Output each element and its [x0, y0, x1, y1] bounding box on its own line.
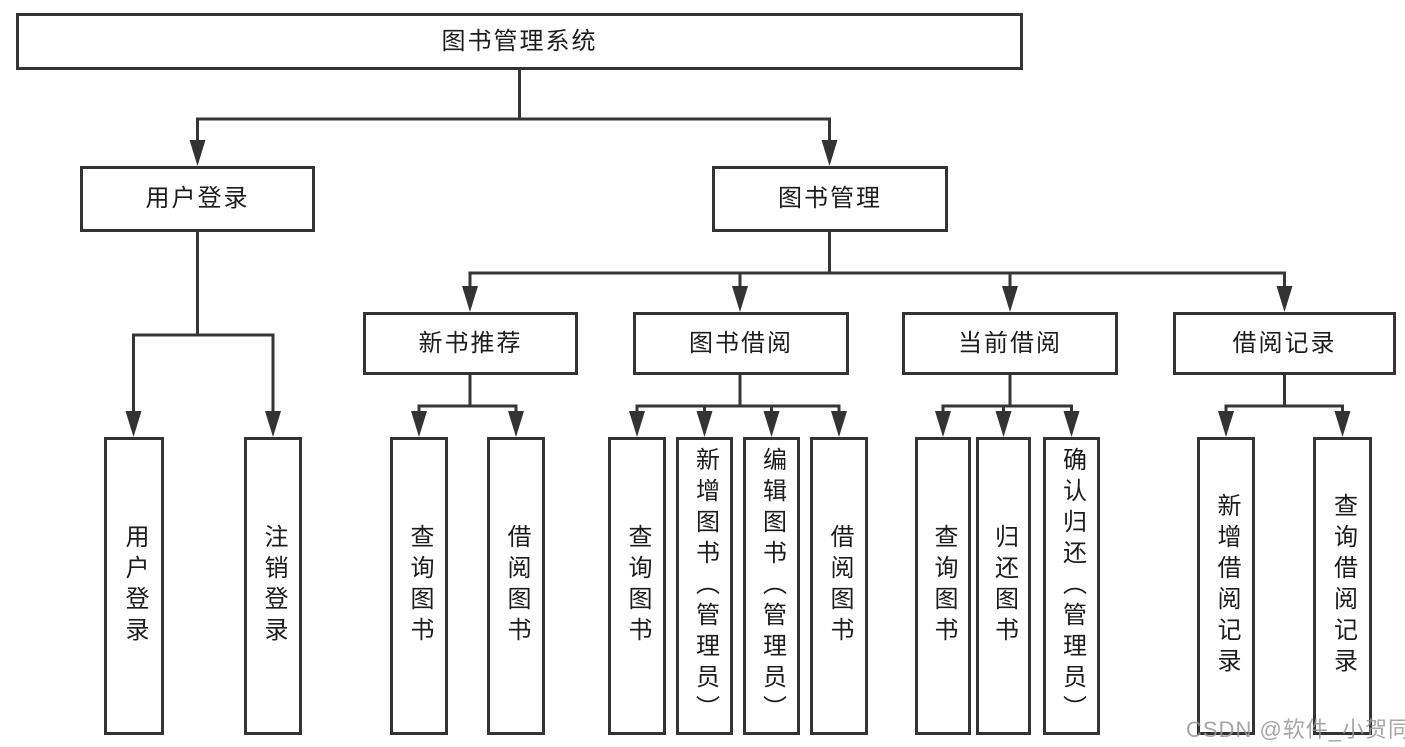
leaf-edit-book-admin: 编辑图书（管理员） [743, 437, 800, 735]
leaf-borrow-books-2: 借阅图书 [810, 437, 868, 735]
node-new-book-recommend-label: 新书推荐 [418, 329, 523, 357]
node-user-login-label: 用户登录 [145, 185, 250, 212]
leaf-query-books-3-label: 查询图书 [930, 524, 957, 648]
leaf-add-borrow-record: 新增借阅记录 [1197, 437, 1255, 735]
leaf-user-login-label: 用户登录 [121, 524, 148, 648]
node-book-borrowing-label: 图书借阅 [689, 329, 793, 357]
node-current-borrowing-label: 当前借阅 [958, 329, 1062, 357]
node-book-borrowing: 图书借阅 [633, 312, 849, 375]
arrowheads [125, 140, 1351, 437]
leaf-borrow-books-2-label: 借阅图书 [826, 524, 853, 648]
node-new-book-recommend: 新书推荐 [363, 312, 578, 375]
leaf-logout-label: 注销登录 [260, 524, 287, 648]
leaf-return-books: 归还图书 [976, 437, 1031, 735]
node-current-borrowing: 当前借阅 [902, 312, 1118, 375]
leaf-confirm-return-admin: 确认归还（管理员） [1043, 437, 1100, 735]
leaf-query-borrow-record: 查询借阅记录 [1313, 437, 1372, 735]
watermark: CSDN @软件_小贺同学 [1186, 717, 1405, 742]
leaf-user-login: 用户登录 [104, 437, 164, 735]
leaf-query-books-1-label: 查询图书 [406, 524, 433, 648]
node-borrow-records: 借阅记录 [1173, 312, 1396, 375]
leaf-borrow-books-1-label: 借阅图书 [503, 524, 530, 648]
node-root-label: 图书管理系统 [441, 27, 598, 55]
leaf-add-book-admin: 新增图书（管理员） [676, 437, 733, 735]
leaf-query-books-2: 查询图书 [608, 437, 666, 735]
leaf-return-books-label: 归还图书 [990, 524, 1018, 648]
leaf-query-books-2-label: 查询图书 [624, 524, 651, 648]
leaf-logout: 注销登录 [244, 437, 302, 735]
leaf-borrow-books-1: 借阅图书 [487, 437, 545, 735]
leaf-query-books-3: 查询图书 [915, 437, 971, 735]
node-book-management: 图书管理 [712, 166, 948, 232]
leaf-query-books-1: 查询图书 [390, 437, 448, 735]
leaf-confirm-return-admin-label: 确认归还（管理员） [1058, 446, 1086, 726]
node-root: 图书管理系统 [16, 13, 1023, 70]
node-book-management-label: 图书管理 [778, 185, 882, 212]
leaf-add-borrow-record-label: 新增借阅记录 [1213, 493, 1240, 679]
node-borrow-records-label: 借阅记录 [1232, 329, 1337, 357]
node-user-login: 用户登录 [80, 166, 315, 232]
leaf-add-book-admin-label: 新增图书（管理员） [691, 446, 719, 726]
leaf-query-borrow-record-label: 查询借阅记录 [1329, 493, 1357, 679]
leaf-edit-book-admin-label: 编辑图书（管理员） [758, 446, 786, 726]
